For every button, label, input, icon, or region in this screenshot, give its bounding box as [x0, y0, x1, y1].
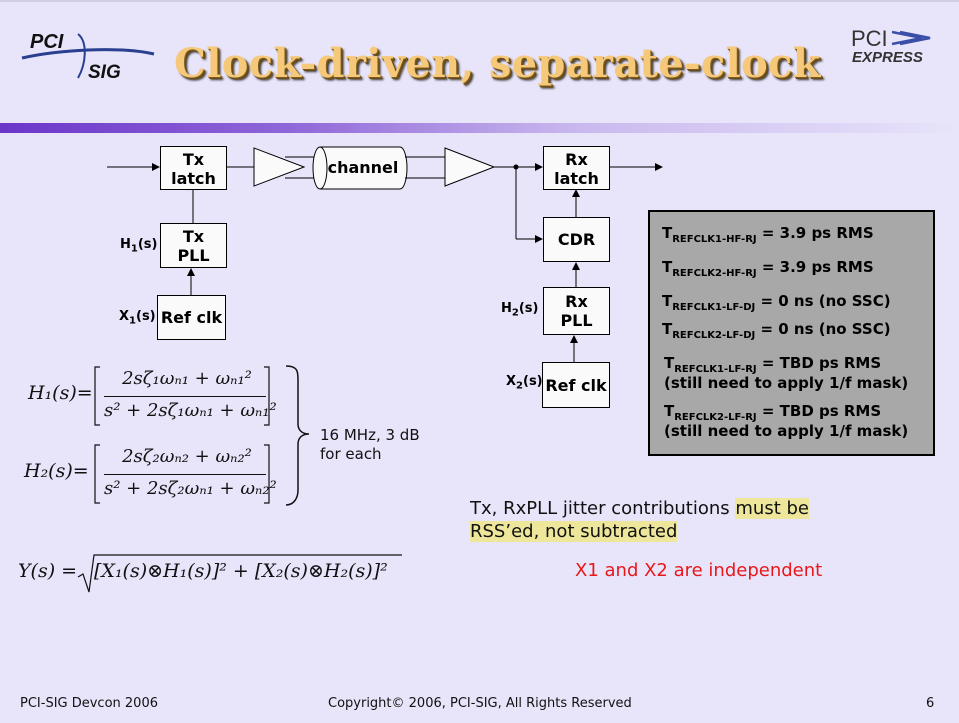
rss-note: Tx, RxPLL jitter contributions must be R…: [470, 497, 850, 543]
y-equation-lhs: Y(s) =: [18, 560, 78, 582]
x1-label: X1(s): [119, 309, 156, 327]
title-divider: [0, 123, 959, 133]
jitter-spec-box: TREFCLK1-HF-RJ = 3.9 ps RMS TREFCLK2-HF-…: [648, 210, 935, 456]
top-rule: [0, 0, 959, 2]
h2-equation-lhs: H₂(s)=: [24, 460, 89, 482]
brace-note-line2: for each: [320, 445, 382, 463]
tx-pll-line2: PLL: [177, 245, 210, 265]
pci-express-logo: PCI EXPRESS: [851, 26, 931, 66]
rx-latch-block: Rx latch: [543, 146, 610, 190]
h2-denominator: s² + 2sζ₂ωₙ₁ + ωₙ₂²: [104, 478, 277, 499]
tx-ref-clk-block: Ref clk: [157, 295, 226, 340]
rx-receiver-buffer: [444, 147, 496, 187]
sqrt-sign: [77, 554, 402, 593]
tx-driver-buffer: [253, 147, 306, 187]
h1-fraction-bar: [104, 396, 266, 397]
tx-pll-line1: Tx: [182, 226, 205, 246]
pci-sig-logo: PCI SIG: [21, 31, 155, 83]
logo-pci-text: PCI: [30, 31, 64, 53]
channel-label: channel: [327, 158, 399, 177]
page-number: 6: [926, 696, 935, 711]
slide-title: Clock-driven, separate-clock: [174, 40, 821, 87]
logo-express-text: EXPRESS: [852, 49, 923, 66]
rss-note-highlight-2: RSS’ed, not subtracted: [470, 521, 678, 542]
spec-line: TREFCLK2-LF-DJ = 0 ns (no SSC): [662, 320, 891, 341]
h2-label: H2(s): [501, 301, 539, 319]
spec-line: TREFCLK2-LF-RJ = TBD ps RMS: [664, 402, 882, 423]
spec-line: TREFCLK1-LF-RJ = TBD ps RMS: [664, 354, 882, 375]
tx-pll-block: Tx PLL: [160, 223, 227, 268]
rx-ref-clk-block: Ref clk: [542, 362, 610, 408]
rx-pll-block: Rx PLL: [543, 287, 610, 335]
spec-line-continued: (still need to apply 1/f mask): [664, 422, 909, 440]
logo-pci-express-top: PCI: [851, 26, 888, 51]
footer-left: PCI-SIG Devcon 2006: [20, 696, 158, 711]
h1-denominator: s² + 2sζ₁ωₙ₁ + ωₙ₁²: [104, 400, 277, 421]
tx-latch-block: Tx latch: [160, 146, 227, 190]
logo-sig-text: SIG: [88, 62, 121, 83]
spec-line: TREFCLK2-HF-RJ = 3.9 ps RMS: [662, 258, 874, 279]
h1-numerator: 2sζ₁ωₙ₁ + ωₙ₁²: [122, 368, 252, 389]
h2-fraction-bar: [104, 474, 266, 475]
rss-note-text: Tx, RxPLL jitter contributions: [470, 498, 736, 519]
rx-pll-line1: Rx: [565, 292, 588, 311]
spec-line: TREFCLK1-LF-DJ = 0 ns (no SSC): [662, 292, 891, 313]
y-equation-rhs: [X₁(s)⊗H₁(s)]² + [X₂(s)⊗H₂(s)]²: [94, 560, 388, 582]
rx-pll-line2: PLL: [560, 311, 593, 330]
h1-label: H1(s): [120, 237, 158, 255]
h1-equation-lhs: H₁(s)=: [28, 382, 93, 404]
spec-line-continued: (still need to apply 1/f mask): [664, 374, 909, 392]
spec-line: TREFCLK1-HF-RJ = 3.9 ps RMS: [662, 224, 874, 245]
cdr-block: CDR: [543, 217, 610, 262]
rss-note-highlight-1: must be: [735, 498, 809, 519]
brace-note: 16 MHz, 3 dB for each: [320, 426, 420, 464]
brace-note-line1: 16 MHz, 3 dB: [320, 426, 420, 444]
chevron-right-icon: [891, 30, 931, 46]
h2-numerator: 2sζ₂ωₙ₂ + ωₙ₂²: [122, 446, 252, 467]
footer-copyright: Copyright© 2006, PCI-SIG, All Rights Res…: [328, 696, 632, 711]
independence-note: X1 and X2 are independent: [575, 560, 823, 581]
right-brace: [285, 365, 310, 506]
x2-label: X2(s): [506, 374, 543, 392]
